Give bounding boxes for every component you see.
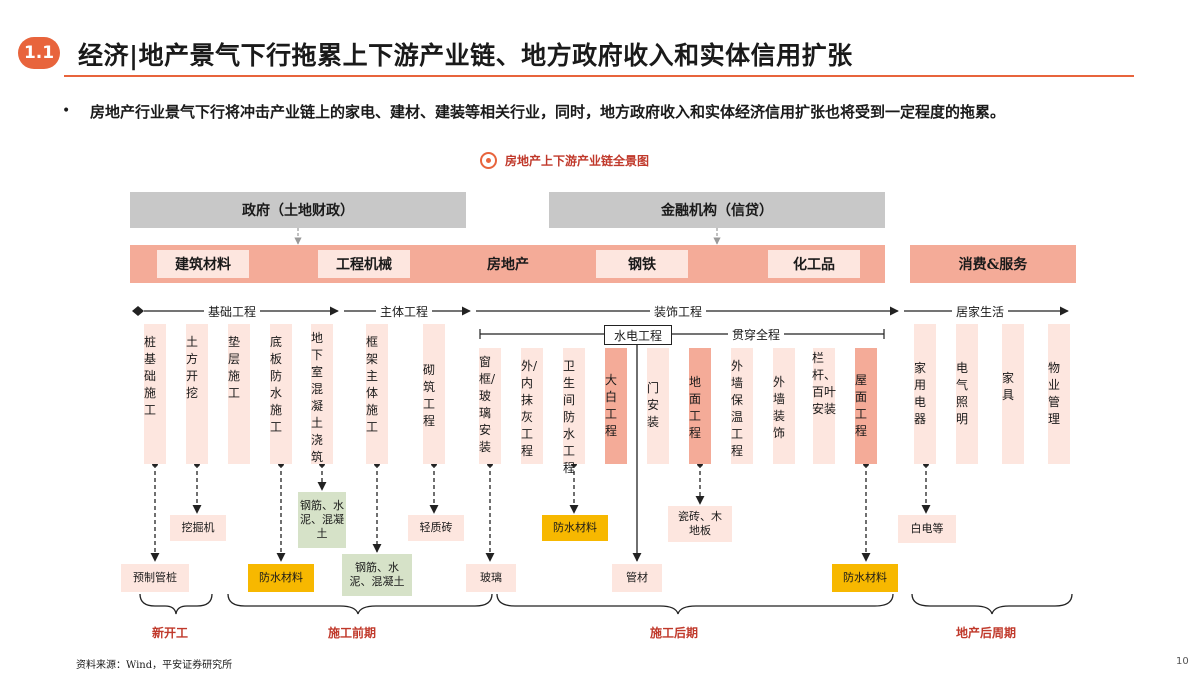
column-bathroom: 卫生间防水工程 [563, 348, 585, 475]
page-title: 经济|地产景气下行拖累上下游产业链、地方政府收入和实体信用扩张 [78, 41, 853, 70]
column-appliances: 家用电器 [914, 324, 936, 464]
government-box: 政府（土地财政） [130, 192, 466, 228]
source-note: 资料来源：Wind，平安证券研究所 [76, 660, 233, 671]
column-wall-decor: 外墙装饰 [773, 348, 795, 464]
column-railing: 栏杆、百叶安装 [812, 348, 836, 464]
building-materials-box: 建筑材料 [157, 250, 249, 278]
page-number: 10 [1176, 656, 1189, 667]
bullet-icon: • [62, 103, 71, 119]
steel-box: 钢铁 [596, 250, 688, 278]
column-doors: 门安装 [647, 348, 669, 464]
phase-living: 居家生活 [952, 303, 1009, 320]
waterproof-box-1: 防水材料 [248, 564, 314, 592]
real-estate-label: 房地产 [487, 257, 529, 273]
column-masonry: 砌筑工程 [423, 324, 445, 464]
light-brick-box: 轻质砖 [408, 515, 464, 541]
phase-throughout: 贯穿全程 [728, 326, 785, 343]
phase-plumbing: 水电工程 [604, 325, 672, 345]
column-bottom-waterproof: 底板防水施工 [270, 324, 292, 464]
column-floor: 地面工程 [689, 348, 711, 464]
rebar-box-1: 钢筋、水泥、混凝土 [298, 492, 346, 548]
excavator-box: 挖掘机 [170, 515, 226, 541]
column-basement: 地下室混凝土浇筑 [311, 324, 333, 464]
period-new-start: 新开工 [152, 626, 189, 640]
white-goods-box: 白电等 [898, 515, 956, 543]
chemicals-box: 化工品 [768, 250, 860, 278]
column-earthwork: 土方开挖 [186, 324, 208, 464]
column-furniture: 家具 [1002, 324, 1024, 464]
waterproof-box-3: 防水材料 [832, 564, 898, 592]
bullet-text: 房地产行业景气下行将冲击产业链上的家电、建材、建装等相关行业，同时，地方政府收入… [90, 103, 1006, 121]
industry-band [130, 245, 885, 283]
column-cushion: 垫层施工 [228, 324, 250, 464]
precast-pile-box: 预制管桩 [121, 564, 189, 592]
diagram-title-text: 房地产上下游产业链全景图 [505, 154, 650, 168]
column-lighting: 电气照明 [956, 324, 978, 464]
rebar-box-2: 钢筋、水泥、混凝土 [342, 554, 412, 596]
column-plaster: 外/内抹灰工程 [521, 348, 543, 464]
period-early: 施工前期 [328, 626, 377, 640]
period-post: 地产后周期 [956, 626, 1017, 640]
machinery-box: 工程机械 [318, 250, 410, 278]
finance-box: 金融机构（信贷） [549, 192, 885, 228]
tiles-box: 瓷砖、木地板 [668, 506, 732, 542]
glass-box: 玻璃 [466, 564, 516, 592]
waterproof-box-2: 防水材料 [542, 515, 608, 541]
column-frame: 框架主体施工 [366, 324, 388, 464]
column-property: 物业管理 [1048, 324, 1070, 464]
diagram-title: 房地产上下游产业链全景图 [480, 152, 649, 169]
column-wall-insulation: 外墙保温工程 [731, 348, 753, 464]
column-windows: 窗框/玻璃安装 [479, 348, 501, 464]
section-badge: 1.1 [18, 37, 60, 69]
column-pile: 桩基础施工 [144, 324, 166, 464]
consumption-box: 消费&服务 [910, 245, 1076, 283]
column-roof: 屋面工程 [855, 348, 877, 464]
pipe-box: 管材 [612, 564, 662, 592]
period-late: 施工后期 [650, 626, 699, 640]
phase-main: 主体工程 [376, 303, 433, 320]
target-icon [480, 152, 497, 169]
title-divider [64, 75, 1134, 77]
phase-foundation: 基础工程 [204, 303, 261, 320]
phase-decoration: 装饰工程 [650, 303, 707, 320]
column-ceiling: 大白工程 [605, 348, 627, 464]
